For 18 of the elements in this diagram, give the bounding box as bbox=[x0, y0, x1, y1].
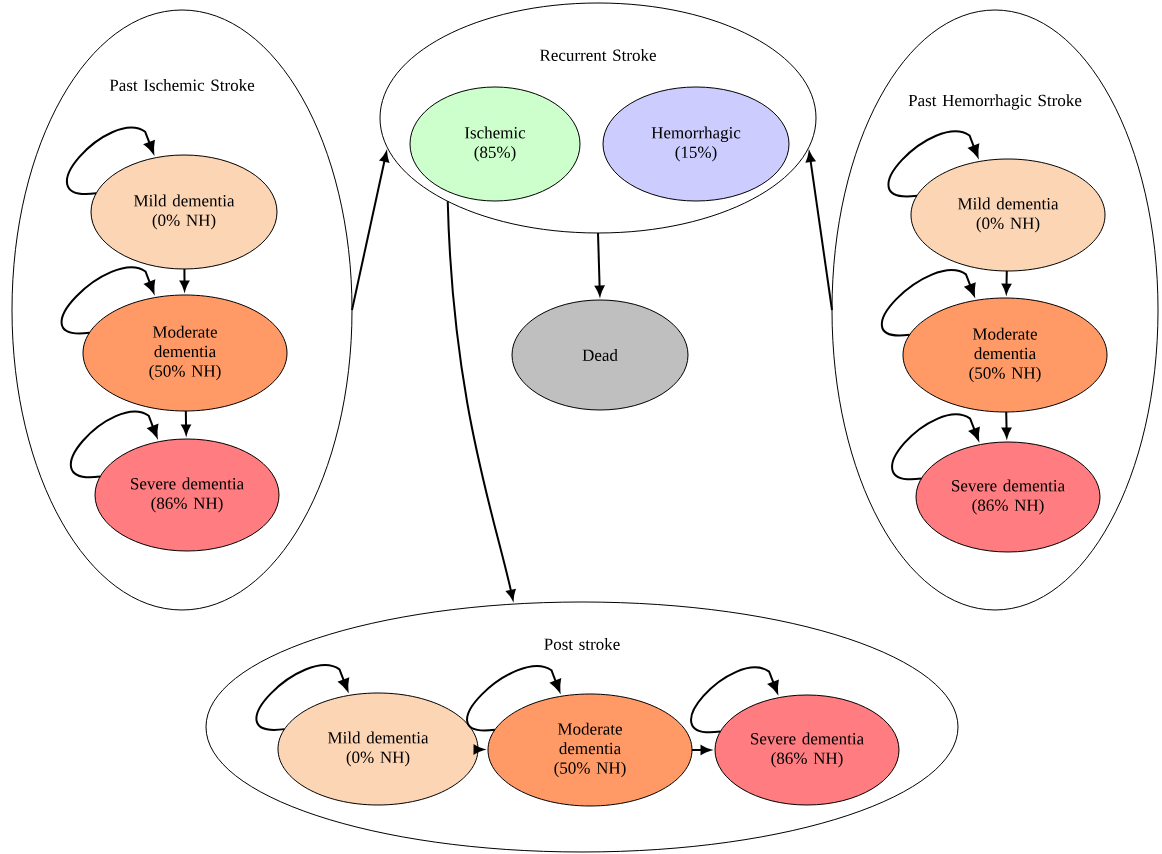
self-loop-arrow bbox=[66, 126, 155, 195]
self-loop-arrow bbox=[887, 130, 980, 198]
arrow bbox=[473, 744, 484, 755]
arrow bbox=[691, 745, 711, 755]
arrow bbox=[1001, 270, 1012, 294]
arrow bbox=[594, 232, 605, 296]
arrow bbox=[179, 268, 190, 291]
self-loop-arrow bbox=[880, 269, 976, 337]
self-loop-arrow bbox=[466, 665, 561, 732]
arrow bbox=[805, 151, 833, 311]
arrow bbox=[181, 410, 191, 435]
self-loop-arrow bbox=[70, 410, 159, 478]
arrow bbox=[351, 151, 390, 311]
self-loop-arrow bbox=[255, 664, 350, 731]
arrow bbox=[1001, 411, 1012, 438]
self-loop-arrow bbox=[690, 666, 779, 733]
self-loop-arrow bbox=[60, 266, 156, 335]
self-loop-arrow bbox=[891, 413, 980, 480]
